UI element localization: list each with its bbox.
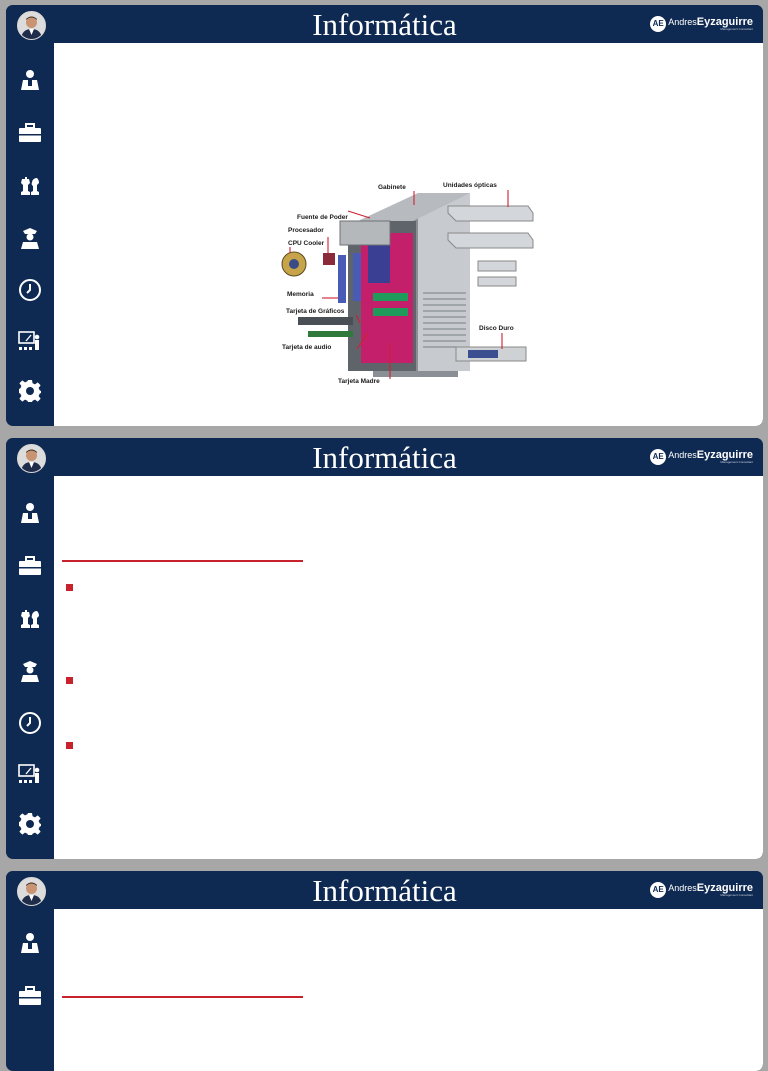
slide-header: Informática AE AndresEyzaguirre Manageme… [6, 438, 763, 476]
logo-last-name: Eyzaguirre [696, 449, 753, 461]
clock-icon[interactable] [18, 278, 42, 302]
slide-2: Informática AE AndresEyzaguirre Manageme… [6, 438, 763, 859]
sidebar [6, 909, 54, 1071]
presentation-icon[interactable] [18, 763, 42, 787]
logo-mark: AE [650, 882, 667, 898]
title-underline [62, 560, 303, 562]
logo-first-name: Andres [668, 450, 697, 460]
label-unidades-opticas: Unidades ópticas [443, 182, 497, 189]
chess-icon[interactable] [18, 606, 42, 630]
slide-title: Informática [312, 440, 457, 475]
label-tarjeta-madre: Tarjeta Madre [338, 378, 380, 385]
briefcase-icon[interactable] [18, 554, 42, 578]
slide-3: Informática AE AndresEyzaguirre Manageme… [6, 871, 763, 1071]
slide-content [54, 909, 763, 1071]
slide-header: Informática AE AndresEyzaguirre Manageme… [6, 871, 763, 909]
logo-first-name: Andres [668, 883, 697, 893]
computer-parts-diagram: Gabinete Unidades ópticas Fuente de Pode… [281, 182, 534, 385]
chess-icon[interactable] [18, 173, 42, 197]
brand-logo: AE AndresEyzaguirre Management Consultan… [650, 447, 753, 467]
label-tarjeta-de-graficos: Tarjeta de Gráficos [286, 308, 345, 315]
avatar[interactable] [17, 877, 46, 906]
logo-last-name: Eyzaguirre [696, 16, 753, 28]
graphics-card-shape [298, 317, 353, 325]
bullet-marker [66, 584, 73, 591]
label-memoria: Memoria [287, 291, 314, 298]
briefcase-icon[interactable] [18, 984, 42, 1008]
sidebar [6, 476, 54, 859]
bullet-marker [66, 742, 73, 749]
officer-icon[interactable] [18, 226, 42, 250]
logo-subtitle: Management Consultant [720, 27, 753, 31]
label-gabinete: Gabinete [378, 184, 406, 191]
label-disco-duro: Disco Duro [479, 325, 514, 332]
brand-logo: AE AndresEyzaguirre Management Consultan… [650, 14, 753, 34]
bullet-marker [66, 677, 73, 684]
optical-drive-shape [447, 205, 534, 222]
clock-icon[interactable] [18, 711, 42, 735]
person-icon[interactable] [18, 68, 42, 92]
person-icon[interactable] [18, 931, 42, 955]
logo-mark: AE [650, 449, 667, 465]
sidebar [6, 43, 54, 426]
slide-header: Informática AE AndresEyzaguirre Manageme… [6, 5, 763, 43]
gear-icon[interactable] [18, 379, 42, 403]
memory-shape [338, 255, 346, 303]
logo-last-name: Eyzaguirre [696, 882, 753, 894]
logo-mark: AE [650, 16, 667, 32]
logo-subtitle: Management Consultant [720, 460, 753, 464]
power-supply-shape [339, 220, 391, 246]
gear-icon[interactable] [18, 812, 42, 836]
logo-subtitle: Management Consultant [720, 893, 753, 897]
label-fuente-de-poder: Fuente de Poder [297, 214, 348, 221]
officer-icon[interactable] [18, 659, 42, 683]
presentation-icon[interactable] [18, 330, 42, 354]
avatar[interactable] [17, 444, 46, 473]
slide-content: Gabinete Unidades ópticas Fuente de Pode… [54, 43, 763, 426]
avatar[interactable] [17, 11, 46, 40]
label-cpu-cooler: CPU Cooler [288, 240, 325, 247]
slide-title: Informática [312, 873, 457, 908]
label-tarjeta-de-audio: Tarjeta de audio [282, 344, 331, 351]
slide-content [54, 476, 763, 859]
brand-logo: AE AndresEyzaguirre Management Consultan… [650, 880, 753, 900]
slide-1: Informática AE AndresEyzaguirre Manageme… [6, 5, 763, 426]
logo-first-name: Andres [668, 17, 697, 27]
slide-title: Informática [312, 7, 457, 42]
label-procesador: Procesador [288, 227, 324, 234]
title-underline [62, 996, 303, 998]
processor-shape [323, 253, 335, 265]
person-icon[interactable] [18, 501, 42, 525]
audio-card-shape [308, 331, 353, 337]
briefcase-icon[interactable] [18, 121, 42, 145]
